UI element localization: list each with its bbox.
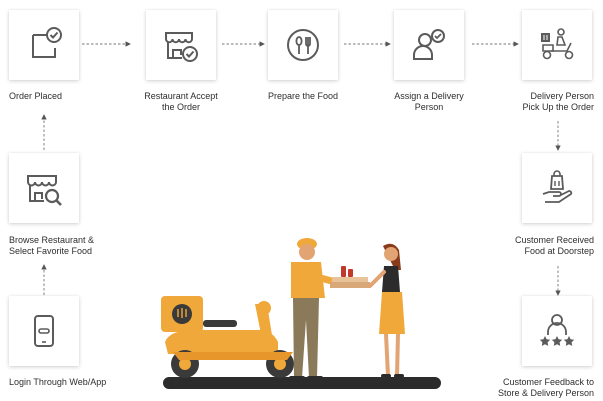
customer-woman xyxy=(368,243,405,378)
person-check-icon xyxy=(413,29,445,60)
person-stars-icon xyxy=(539,314,575,346)
delivery-illustration xyxy=(161,238,441,389)
step-label-pickup: Delivery Person Pick Up the Order xyxy=(522,91,594,112)
step-label-restaurant-accept: Restaurant Accept the Order xyxy=(144,91,218,112)
food-package xyxy=(330,266,370,288)
step-card-feedback xyxy=(522,296,592,366)
delivery-scooter-icon xyxy=(541,28,574,60)
delivery-man xyxy=(289,238,347,381)
step-label-feedback: Customer Feedback to Store & Delivery Pe… xyxy=(497,377,594,398)
step-label-prepare-food: Prepare the Food xyxy=(267,91,339,101)
step-card-browse xyxy=(9,153,79,223)
step-card-order-placed xyxy=(9,10,79,80)
store-check-icon xyxy=(165,32,198,62)
mobile-phone-icon xyxy=(34,315,54,347)
step-label-login: Login Through Web/App xyxy=(9,377,107,387)
step-card-restaurant-accept xyxy=(146,10,216,80)
step-card-pickup xyxy=(522,10,592,80)
step-card-login xyxy=(9,296,79,366)
ground-shadow xyxy=(163,377,441,389)
step-label-order-placed: Order Placed xyxy=(9,91,63,101)
spoon-fork-icon xyxy=(287,29,319,61)
order-checkbox-icon xyxy=(32,27,62,58)
hand-bag-icon xyxy=(542,170,573,203)
store-search-icon xyxy=(27,175,62,206)
delivery-scooter xyxy=(161,296,294,378)
step-label-assign-delivery: Assign a Delivery Person xyxy=(394,91,464,112)
step-card-received xyxy=(522,153,592,223)
step-label-received: Customer Received Food at Doorstep xyxy=(514,235,594,256)
step-card-assign-delivery xyxy=(394,10,464,80)
step-card-prepare-food xyxy=(268,10,338,80)
step-label-browse: Browse Restaurant & Select Favorite Food xyxy=(9,235,95,256)
